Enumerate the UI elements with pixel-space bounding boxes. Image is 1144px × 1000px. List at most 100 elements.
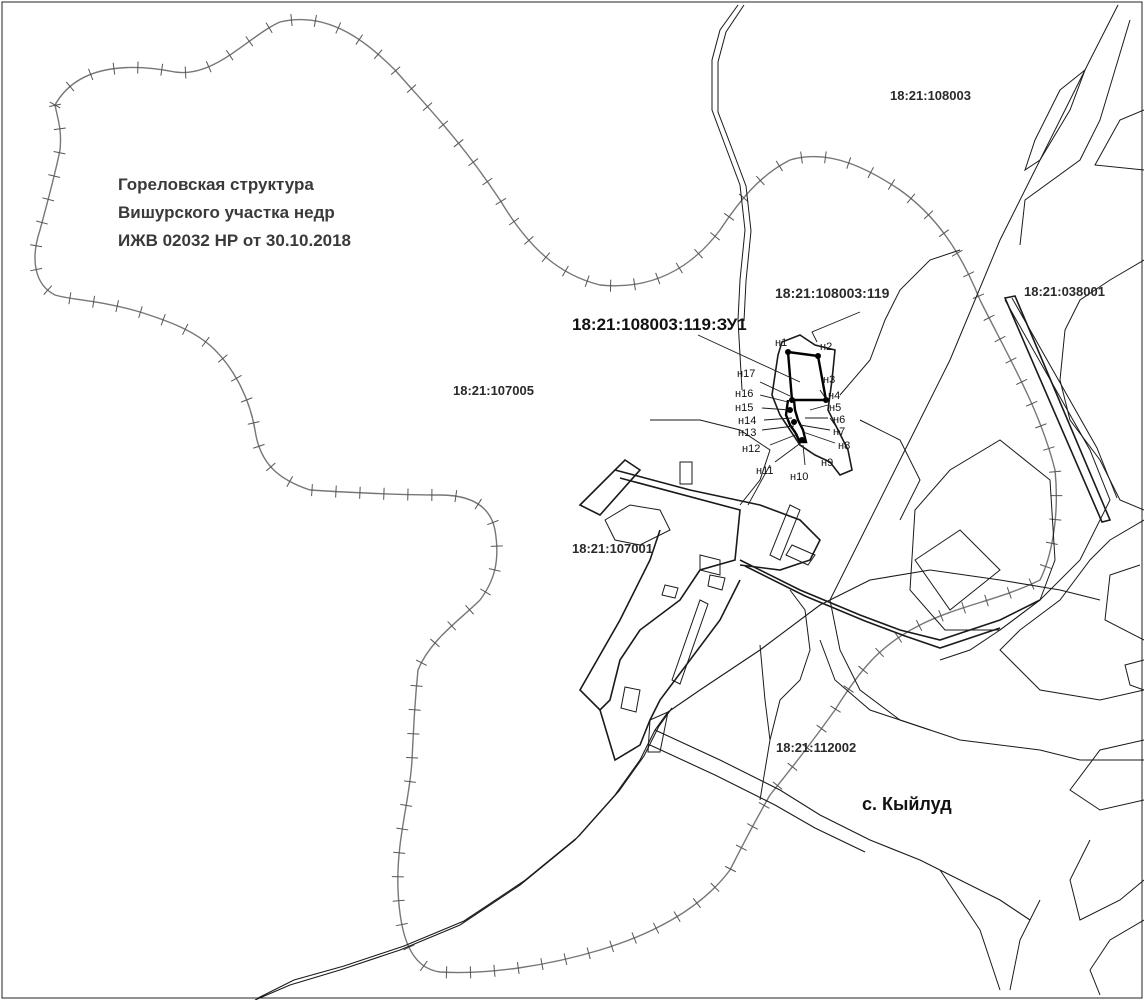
building: [769, 504, 801, 561]
boundary-tick: [36, 220, 48, 225]
quarter-boundary: [939, 869, 1001, 991]
point-label-n3: н3: [823, 374, 835, 386]
boundary-tick: [938, 609, 944, 622]
boundary-tick: [951, 249, 963, 257]
quarter-boundary: [1069, 839, 1144, 921]
boundary-tick: [586, 947, 591, 960]
boundary-tick: [830, 705, 841, 713]
boundary-tick: [983, 314, 995, 321]
boundary-tick: [88, 68, 94, 81]
boundary-tick: [230, 374, 242, 382]
boundary-tick: [403, 780, 416, 783]
point-label-n14: н14: [738, 415, 756, 427]
boundary-tick: [406, 84, 417, 94]
parcel-zu1-boundary: [786, 350, 828, 402]
boundary-tick: [393, 851, 406, 854]
building: [620, 686, 641, 713]
boundary-tick: [205, 61, 212, 73]
point-label-n5: н5: [829, 402, 841, 414]
boundary-tick: [65, 81, 75, 92]
point-label-n11: н11: [756, 465, 774, 477]
point-label-n13: н13: [738, 427, 756, 439]
boundary-tick: [115, 300, 119, 313]
boundary-tick: [474, 498, 482, 510]
boundary-tick: [487, 519, 499, 526]
boundary-tick: [1028, 578, 1035, 590]
boundary-tick: [396, 827, 409, 831]
point-label-n8: н8: [838, 440, 850, 452]
boundary-tick: [245, 36, 254, 47]
boundary-tick: [541, 252, 551, 263]
license-area-title-line3: ИЖВ 02032 НР от 30.10.2018: [118, 231, 351, 250]
point-label-n2: н2: [820, 341, 832, 353]
boundary-tick: [858, 665, 869, 675]
boundary-tick: [775, 160, 783, 172]
quarter-boundary: [839, 249, 961, 396]
boundary-tick: [710, 232, 721, 241]
boundary-tick: [1035, 423, 1047, 429]
boundary-tick: [465, 604, 474, 615]
boundary-tick: [240, 397, 253, 403]
boundary-tick: [694, 248, 703, 259]
point-label-n9: н9: [821, 457, 833, 469]
boundary-tick: [406, 756, 419, 759]
boundary-tick: [787, 762, 798, 771]
boundary-tick: [802, 743, 813, 752]
boundary-tick: [755, 175, 765, 186]
quarter-boundary: [1104, 564, 1144, 641]
boundary-tick: [758, 802, 770, 809]
boundary-tick: [1016, 378, 1028, 385]
boundary-tick: [265, 22, 273, 34]
road: [649, 744, 866, 853]
road: [744, 565, 1001, 649]
point-label-n1: н1: [775, 337, 787, 349]
boundary-tick: [938, 229, 950, 238]
boundary-tick: [710, 882, 720, 892]
building: [671, 599, 709, 685]
quarter-boundary: [999, 519, 1144, 701]
boundary-tick: [824, 151, 827, 164]
boundary-tick: [609, 940, 615, 953]
boundary-tick: [1049, 470, 1062, 473]
boundary-tick: [994, 335, 1006, 343]
boundary-tick: [1045, 541, 1058, 546]
boundary-tick: [92, 295, 96, 308]
license-boundary-ticks: [30, 14, 1063, 979]
quarter-label-112002: 18:21:112002: [776, 740, 856, 755]
boundary-tick: [673, 911, 681, 923]
site-boundary: [769, 589, 811, 741]
boundary-tick: [335, 485, 337, 498]
boundary-tick: [488, 568, 501, 572]
quarter-boundary: [1069, 739, 1144, 811]
quarter-boundary: [1009, 899, 1041, 991]
site-boundary: [614, 469, 821, 571]
building: [661, 584, 679, 599]
leader-lines: [697, 311, 861, 506]
boundary-tick: [1006, 587, 1012, 599]
boundary-tick: [112, 62, 116, 75]
boundary-tick: [49, 103, 62, 107]
boundary-tick: [692, 897, 701, 909]
parcel-119-boundary: [771, 334, 853, 476]
boundary-tick: [160, 314, 166, 326]
boundary-tick: [875, 647, 885, 658]
building: [785, 544, 816, 566]
road: [654, 729, 1031, 921]
boundary-tick: [963, 271, 975, 278]
boundary-tick: [373, 49, 383, 60]
boundary-tick: [887, 179, 896, 190]
boundary-tick: [410, 684, 423, 687]
boundary-tick: [390, 66, 401, 76]
boundary-tick: [816, 724, 827, 733]
boundary-tick: [453, 139, 464, 148]
boundary-tick: [247, 421, 260, 425]
boundary-tick: [217, 354, 228, 363]
quarter-boundary: [859, 419, 921, 521]
boundary-tick: [723, 212, 735, 221]
boundary-tick: [772, 781, 783, 790]
boundary-tick: [516, 961, 520, 975]
boundary-tick: [407, 732, 420, 735]
quarter-boundary: [819, 639, 931, 731]
boundary-tick: [480, 588, 491, 596]
